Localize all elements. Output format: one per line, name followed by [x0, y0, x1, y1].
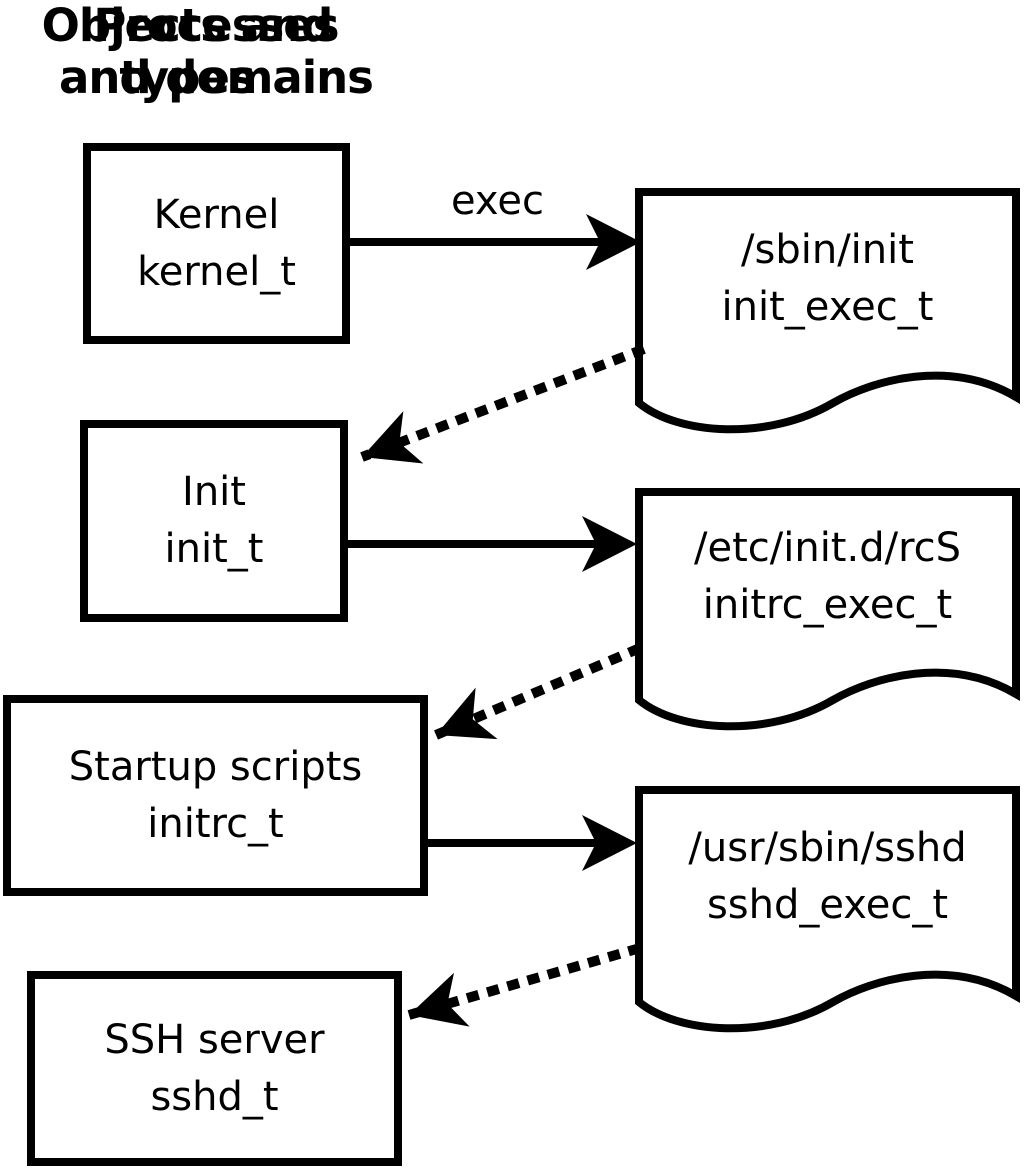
process-domain: sshd_t	[150, 1073, 279, 1120]
exec-arrowhead-initrc-to-sshd-exec	[582, 815, 637, 871]
process-domain: initrc_t	[147, 800, 284, 847]
document-shape-initrc-exec	[635, 488, 1020, 731]
process-label: SSH server	[104, 1016, 325, 1063]
transition-arrow-initrc-exec-to-initrc	[434, 643, 642, 740]
process-domain: init_t	[164, 526, 264, 572]
process-label: Kernel	[153, 191, 280, 238]
column-header-processes-line2: and domains	[59, 51, 374, 104]
column-header-objects-line2: types	[119, 51, 255, 104]
process-label: Init	[182, 469, 246, 515]
column-header-processes: Processes and domains	[0, 0, 432, 104]
process-box-ssh-server: SSH server sshd_t	[27, 971, 402, 1166]
column-header-objects: Objects and types	[0, 0, 374, 104]
exec-arrowhead-kernel-to-init-exec	[586, 214, 641, 270]
process-box-init: Init init_t	[80, 420, 348, 622]
exec-arrowhead-init-to-initrc-exec	[582, 516, 637, 572]
column-header-processes-line1: Processes	[93, 0, 339, 52]
process-domain: kernel_t	[137, 248, 296, 295]
transition-arrow-init-exec-to-init	[360, 344, 646, 464]
process-box-startup-scripts: Startup scripts initrc_t	[3, 695, 428, 896]
exec-arrow-label: exec	[451, 178, 544, 224]
column-header-objects-line1: Objects and	[41, 0, 334, 52]
process-label: Startup scripts	[68, 743, 363, 790]
document-shape-init-exec	[635, 188, 1020, 434]
process-box-kernel: Kernel kernel_t	[83, 143, 350, 344]
transition-arrow-sshd-exec-to-sshd	[407, 943, 642, 1027]
document-shape-sshd-exec	[635, 786, 1020, 1033]
